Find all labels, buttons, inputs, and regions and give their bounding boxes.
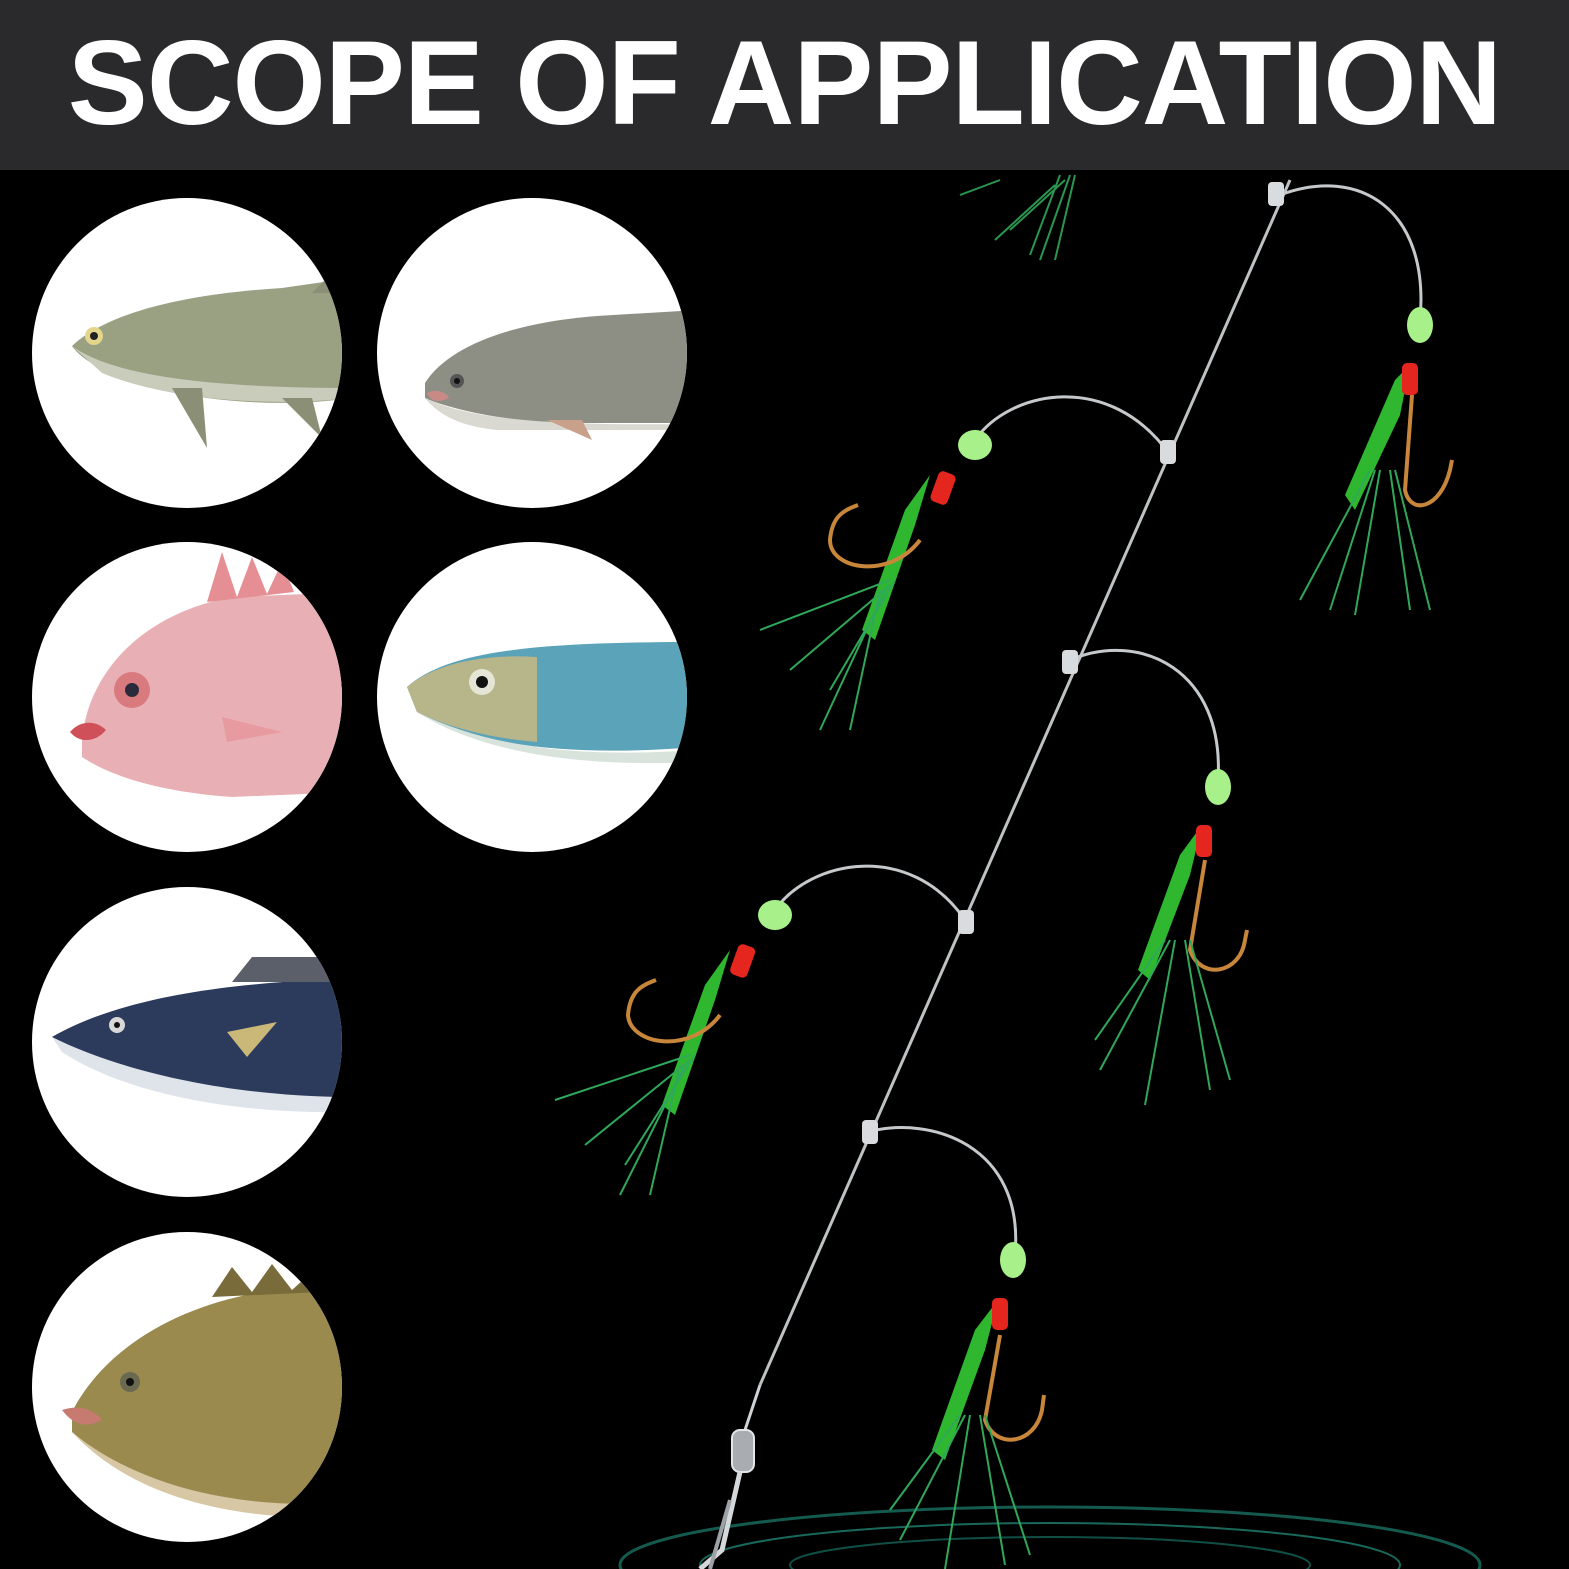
snood-3 bbox=[1069, 648, 1249, 1106]
main-line bbox=[758, 179, 1292, 1386]
mackerel-photo bbox=[32, 887, 342, 1197]
snood-1 bbox=[1279, 184, 1454, 616]
snood-2 bbox=[759, 395, 1172, 731]
swivel-snap bbox=[698, 1384, 762, 1569]
water-ripples bbox=[618, 1505, 1482, 1569]
silver-fish-photo bbox=[32, 198, 342, 508]
grey-fish-photo bbox=[377, 198, 687, 508]
product-scene bbox=[0, 170, 1569, 1569]
blue-fish-photo bbox=[377, 542, 687, 852]
header-bar: SCOPE OF APPLICATION bbox=[0, 0, 1569, 170]
snood-5 bbox=[867, 1126, 1046, 1569]
snood-4 bbox=[554, 864, 967, 1196]
line-connectors bbox=[862, 182, 1284, 1144]
lure-top-partial bbox=[959, 174, 1076, 261]
bass-photo bbox=[32, 1232, 342, 1542]
page-title: SCOPE OF APPLICATION bbox=[67, 16, 1502, 150]
fishing-rig-illustration bbox=[554, 174, 1482, 1569]
red-snapper-photo bbox=[32, 542, 342, 852]
